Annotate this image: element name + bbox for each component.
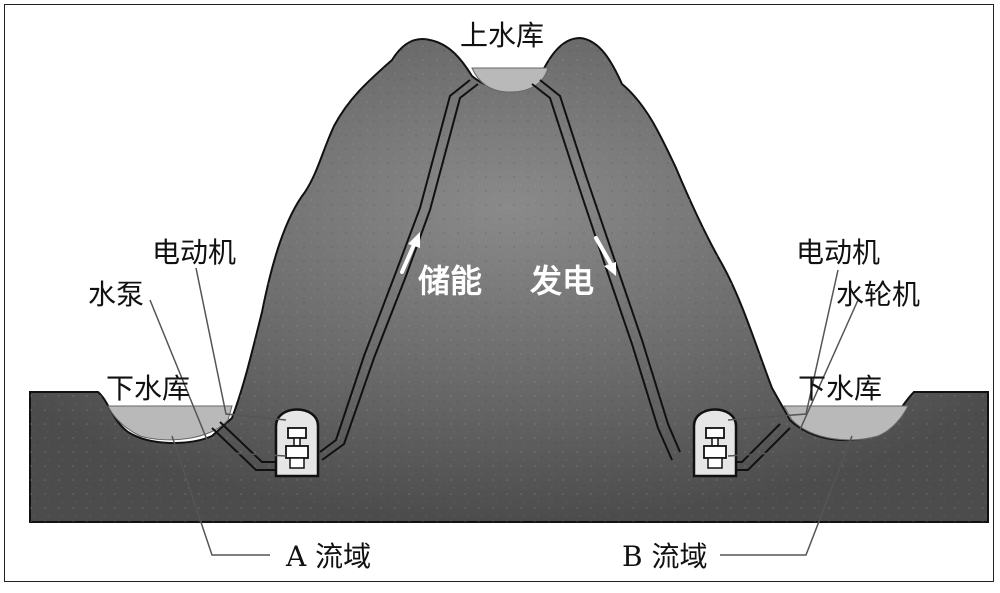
upper-reservoir-label: 上水库	[460, 19, 544, 52]
lower-reservoir-right-label: 下水库	[798, 372, 882, 405]
turbine-label: 水轮机	[836, 278, 920, 311]
rock-texture	[30, 38, 988, 522]
right-powerhouse	[692, 408, 738, 478]
leader-lines	[149, 267, 859, 556]
store-arrow-icon	[400, 232, 420, 274]
upper-reservoir-water	[471, 67, 549, 93]
basin-a-label: A 流域	[285, 540, 371, 573]
left-powerhouse	[274, 408, 320, 478]
pump-label: 水泵	[88, 278, 144, 311]
diagram-frame	[4, 4, 994, 582]
basin-b-label: B 流域	[622, 540, 707, 573]
generate-label: 发电	[530, 262, 594, 300]
generate-arrow-icon	[594, 236, 616, 276]
store-energy-label: 储能	[418, 262, 482, 300]
lower-reservoir-right-water	[783, 405, 909, 441]
lower-reservoir-left-label: 下水库	[106, 372, 190, 405]
motor-right-label: 电动机	[796, 236, 880, 269]
motor-left-label: 电动机	[152, 236, 236, 269]
lower-reservoir-left-water	[107, 405, 233, 441]
